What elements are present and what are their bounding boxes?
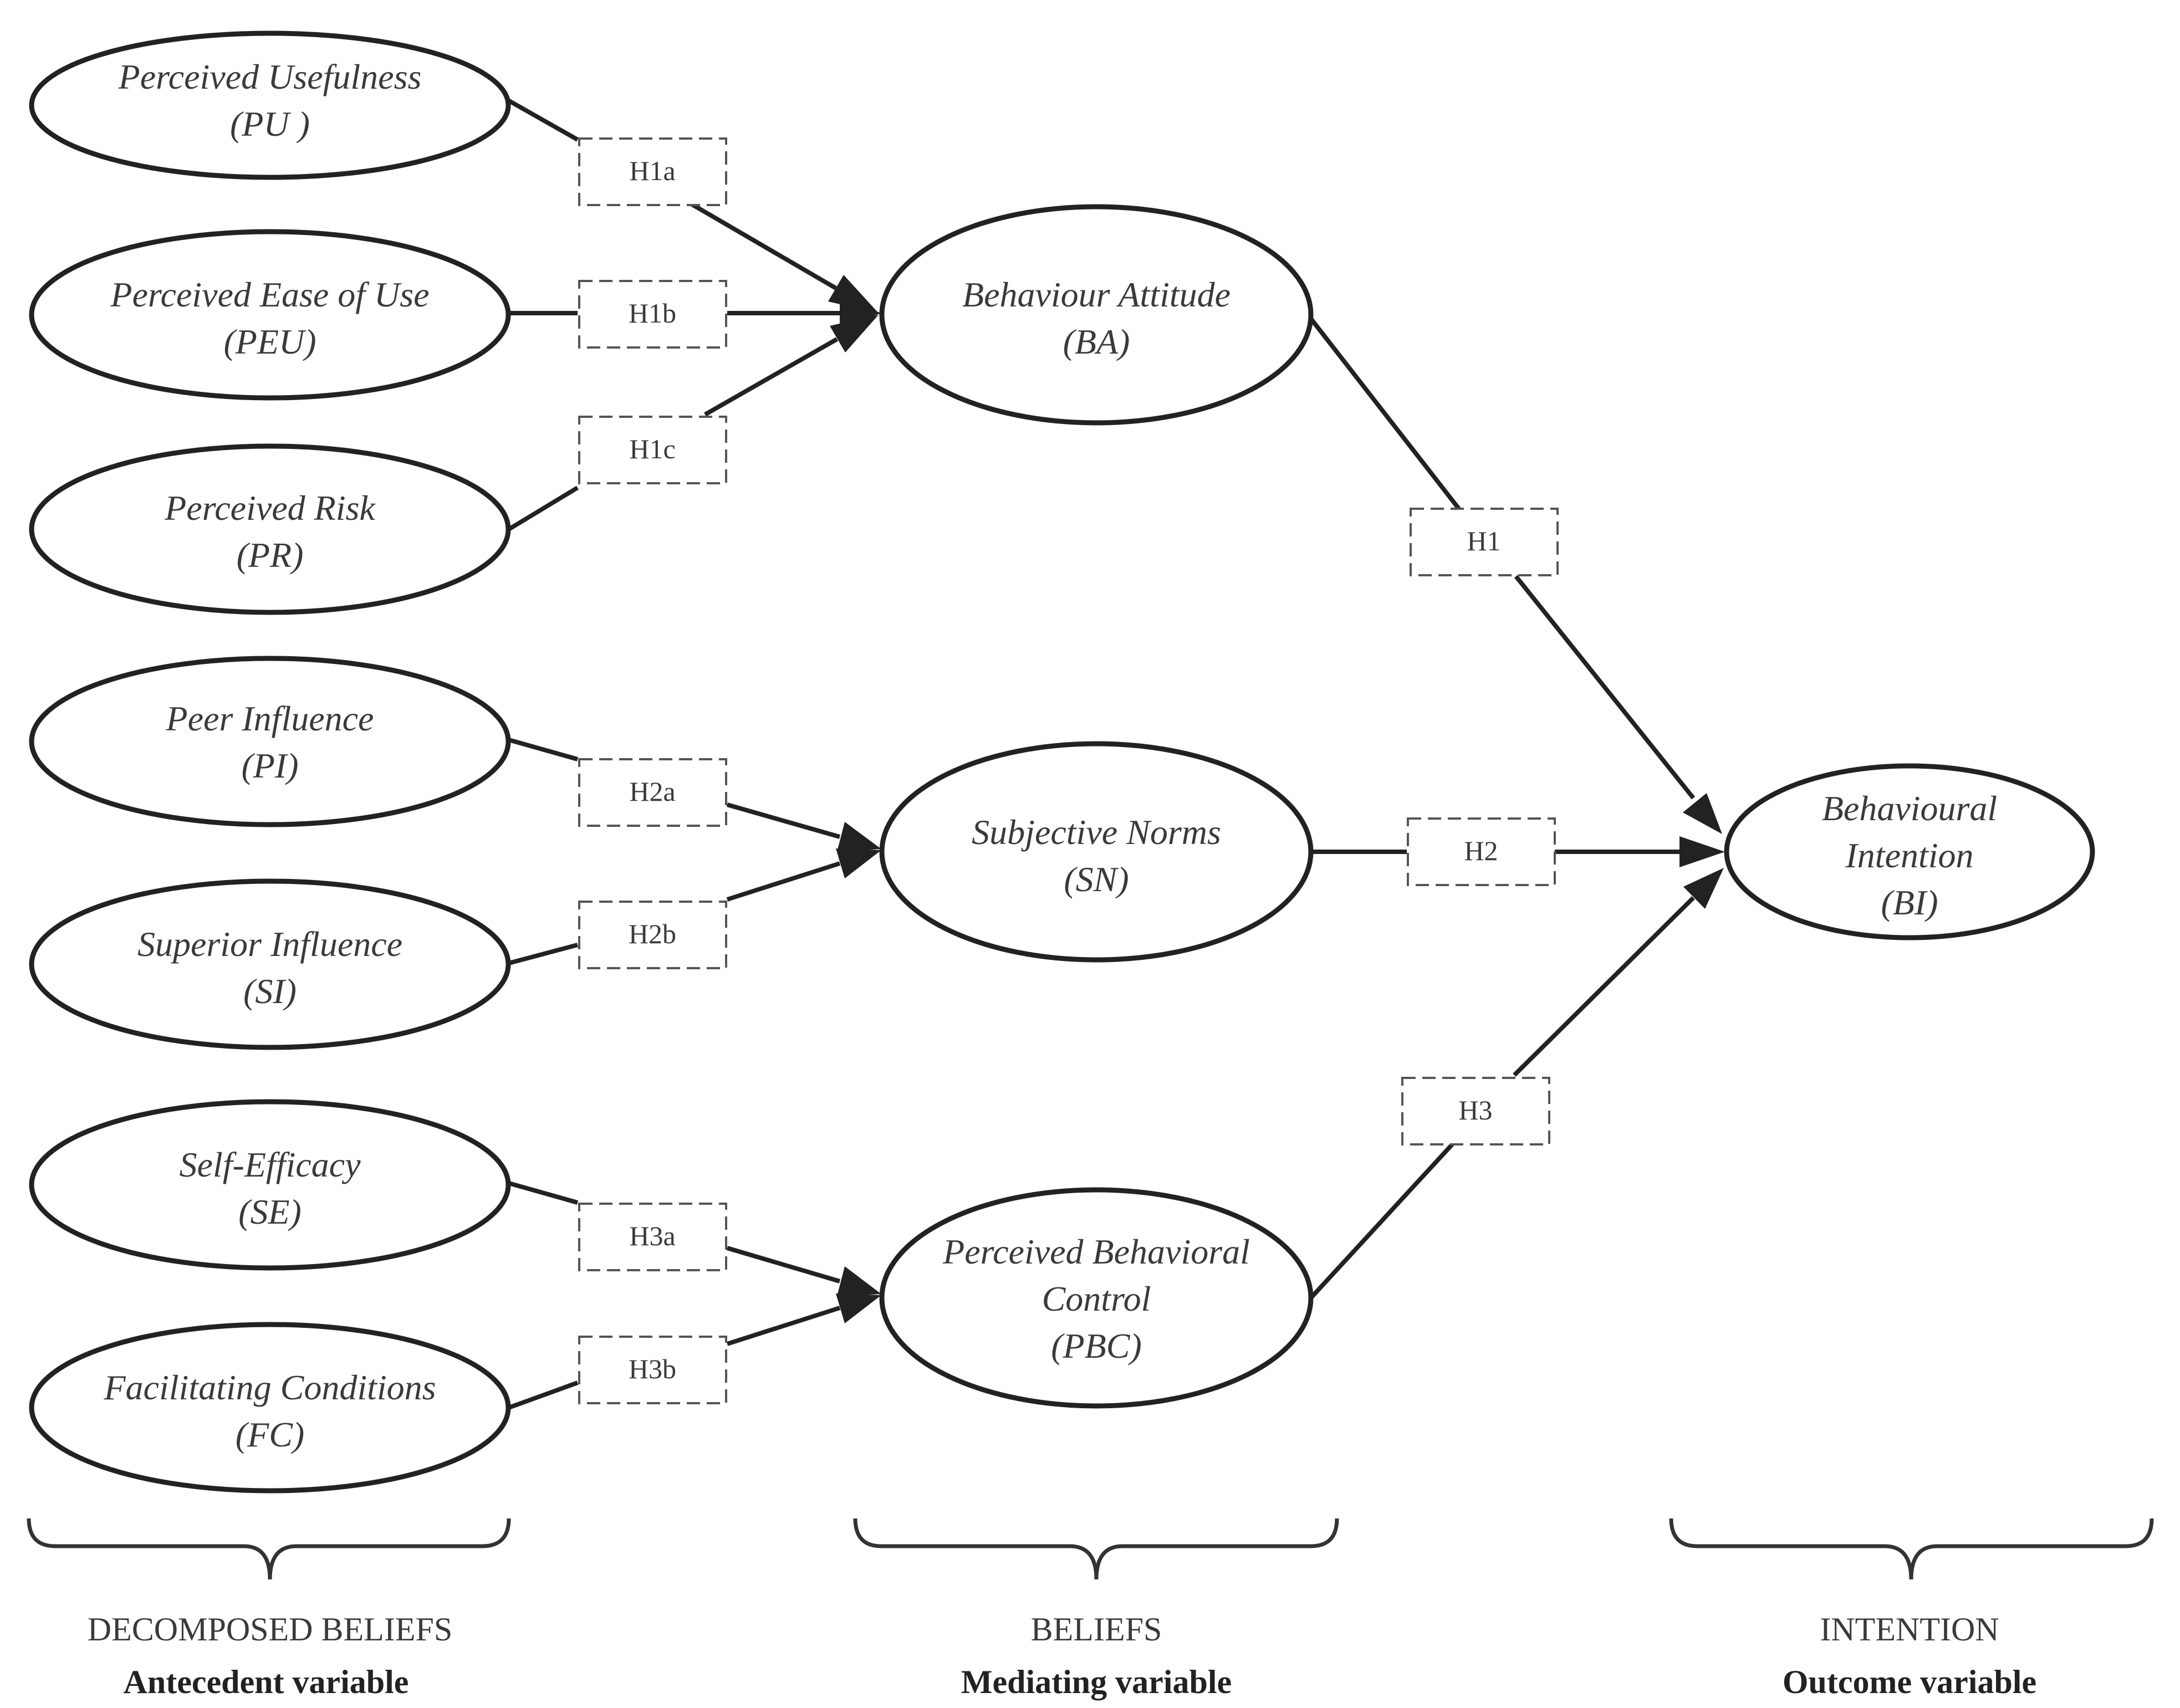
node-behaviour-attitude: Behaviour Attitude (BA) xyxy=(879,204,1314,426)
arrowhead xyxy=(1683,793,1722,834)
hypothesis-h2b: H2b xyxy=(578,901,727,969)
edge-fc-pbc xyxy=(508,1293,881,1410)
node-abbrev: (BI) xyxy=(1881,883,1938,922)
node-abbrev: (PEU) xyxy=(223,322,316,361)
group-subtitle-outcome: Outcome variable xyxy=(1783,1664,2036,1700)
group-subtitle-mediating: Mediating variable xyxy=(961,1664,1232,1700)
edge-pi-sn xyxy=(508,738,881,852)
edge-peu-ba xyxy=(509,298,881,329)
group-title-outcome: INTENTION xyxy=(1820,1611,1999,1648)
group-braces xyxy=(27,1518,2154,1580)
node-label: Superior Influence xyxy=(137,924,402,964)
hypothesis-h1b: H1b xyxy=(578,280,727,349)
arrowhead xyxy=(836,848,881,878)
edge-sn-bi xyxy=(1311,836,1725,867)
edge-se-pbc xyxy=(508,1181,881,1296)
node-label: Subjective Norms xyxy=(972,812,1221,852)
hypothesis-label: H3 xyxy=(1458,1095,1492,1126)
edge-si-sn xyxy=(508,848,881,965)
hypothesis-h3a: H3a xyxy=(578,1203,727,1271)
node-perceived-behavioral-control: Perceived Behavioral Control (PBC) xyxy=(879,1187,1314,1409)
edge-pr-ba xyxy=(507,315,879,531)
node-label: Facilitating Conditions xyxy=(103,1368,436,1407)
arrowhead xyxy=(840,298,881,329)
hypothesis-label: H2a xyxy=(629,776,675,807)
node-abbrev: (PI) xyxy=(241,746,298,785)
hypothesis-h1: H1 xyxy=(1410,508,1559,576)
mediating-nodes: Behaviour Attitude (BA) Subjective Norms… xyxy=(879,204,1314,1409)
arrowhead xyxy=(837,1266,881,1296)
node-abbrev: (PR) xyxy=(237,535,304,575)
node-facilitating-conditions: Facilitating Conditions (FC) xyxy=(29,1322,511,1494)
edge-ba-bi xyxy=(1309,317,1722,834)
node-label-line2: Intention xyxy=(1845,836,1973,875)
outcome-nodes: Behavioural Intention (BI) xyxy=(1724,763,2095,940)
node-self-efficacy: Self-Efficacy (SE) xyxy=(29,1099,511,1271)
hypothesis-label: H1b xyxy=(629,298,676,329)
node-label-line2: Control xyxy=(1042,1279,1151,1318)
arrowhead xyxy=(830,315,879,352)
hypothesis-label: H1c xyxy=(629,433,675,464)
node-subjective-norms: Subjective Norms (SN) xyxy=(879,741,1314,963)
hypothesis-h3b: H3b xyxy=(578,1336,727,1404)
group-subtitle-antecedent: Antecedent variable xyxy=(124,1664,409,1700)
group-title-mediating: BELIEFS xyxy=(1031,1611,1162,1648)
node-behavioural-intention: Behavioural Intention (BI) xyxy=(1724,763,2095,940)
arrowhead xyxy=(1683,868,1724,909)
hypothesis-label: H2 xyxy=(1464,835,1498,866)
brace-outcome xyxy=(1669,1518,2154,1580)
brace-mediating xyxy=(853,1518,1339,1580)
arrowhead xyxy=(836,1293,881,1323)
hypothesis-h3: H3 xyxy=(1401,1077,1550,1146)
node-abbrev: (PU ) xyxy=(230,104,310,144)
node-peer-influence: Peer Influence (PI) xyxy=(29,656,511,827)
node-label: Peer Influence xyxy=(166,699,374,738)
arrowhead xyxy=(837,822,881,852)
hypothesis-label: H3a xyxy=(629,1220,675,1251)
node-abbrev: (SI) xyxy=(243,971,297,1011)
node-label: Perceived Risk xyxy=(164,488,376,528)
edge-pbc-bi xyxy=(1309,868,1724,1300)
edge-pu-ba xyxy=(506,98,879,313)
node-abbrev: (FC) xyxy=(236,1415,304,1454)
node-label: Behavioural xyxy=(1822,789,1997,828)
brace-antecedent xyxy=(27,1518,511,1580)
node-label: Behaviour Attitude xyxy=(962,275,1231,314)
group-title-antecedent: DECOMPOSED BELIEFS xyxy=(88,1611,452,1648)
hypothesis-label: H1a xyxy=(629,155,675,186)
node-label: Perceived Usefulness xyxy=(118,57,422,96)
hypothesis-labels: H1a H1b H1c H2a H2b H3a H3b H1 xyxy=(578,137,1559,1404)
node-abbrev: (SN) xyxy=(1064,860,1129,899)
hypothesis-h1a: H1a xyxy=(578,137,727,206)
node-perceived-ease-of-use: Perceived Ease of Use (PEU) xyxy=(29,229,511,401)
hypothesis-h2a: H2a xyxy=(578,758,727,827)
node-abbrev: (SE) xyxy=(238,1192,302,1231)
hypothesis-h1c: H1c xyxy=(578,416,727,484)
arrowhead xyxy=(1679,836,1725,867)
node-abbrev: (PBC) xyxy=(1051,1326,1142,1366)
hypothesis-label: H3b xyxy=(629,1353,676,1384)
group-captions: DECOMPOSED BELIEFS Antecedent variable B… xyxy=(88,1611,2036,1700)
antecedent-nodes: Perceived Usefulness (PU ) Perceived Eas… xyxy=(29,30,511,1494)
node-label: Perceived Ease of Use xyxy=(110,275,429,314)
node-label: Self-Efficacy xyxy=(180,1145,361,1184)
node-superior-influence: Superior Influence (SI) xyxy=(29,878,511,1050)
hypothesis-label: H2b xyxy=(629,918,676,949)
edges xyxy=(506,98,1725,1410)
node-label: Perceived Behavioral xyxy=(942,1232,1250,1271)
node-perceived-risk: Perceived Risk (PR) xyxy=(29,443,511,615)
hypothesis-label: H1 xyxy=(1467,525,1500,556)
node-abbrev: (BA) xyxy=(1063,322,1130,361)
hypothesis-h2: H2 xyxy=(1407,817,1556,886)
node-perceived-usefulness: Perceived Usefulness (PU ) xyxy=(29,30,511,180)
